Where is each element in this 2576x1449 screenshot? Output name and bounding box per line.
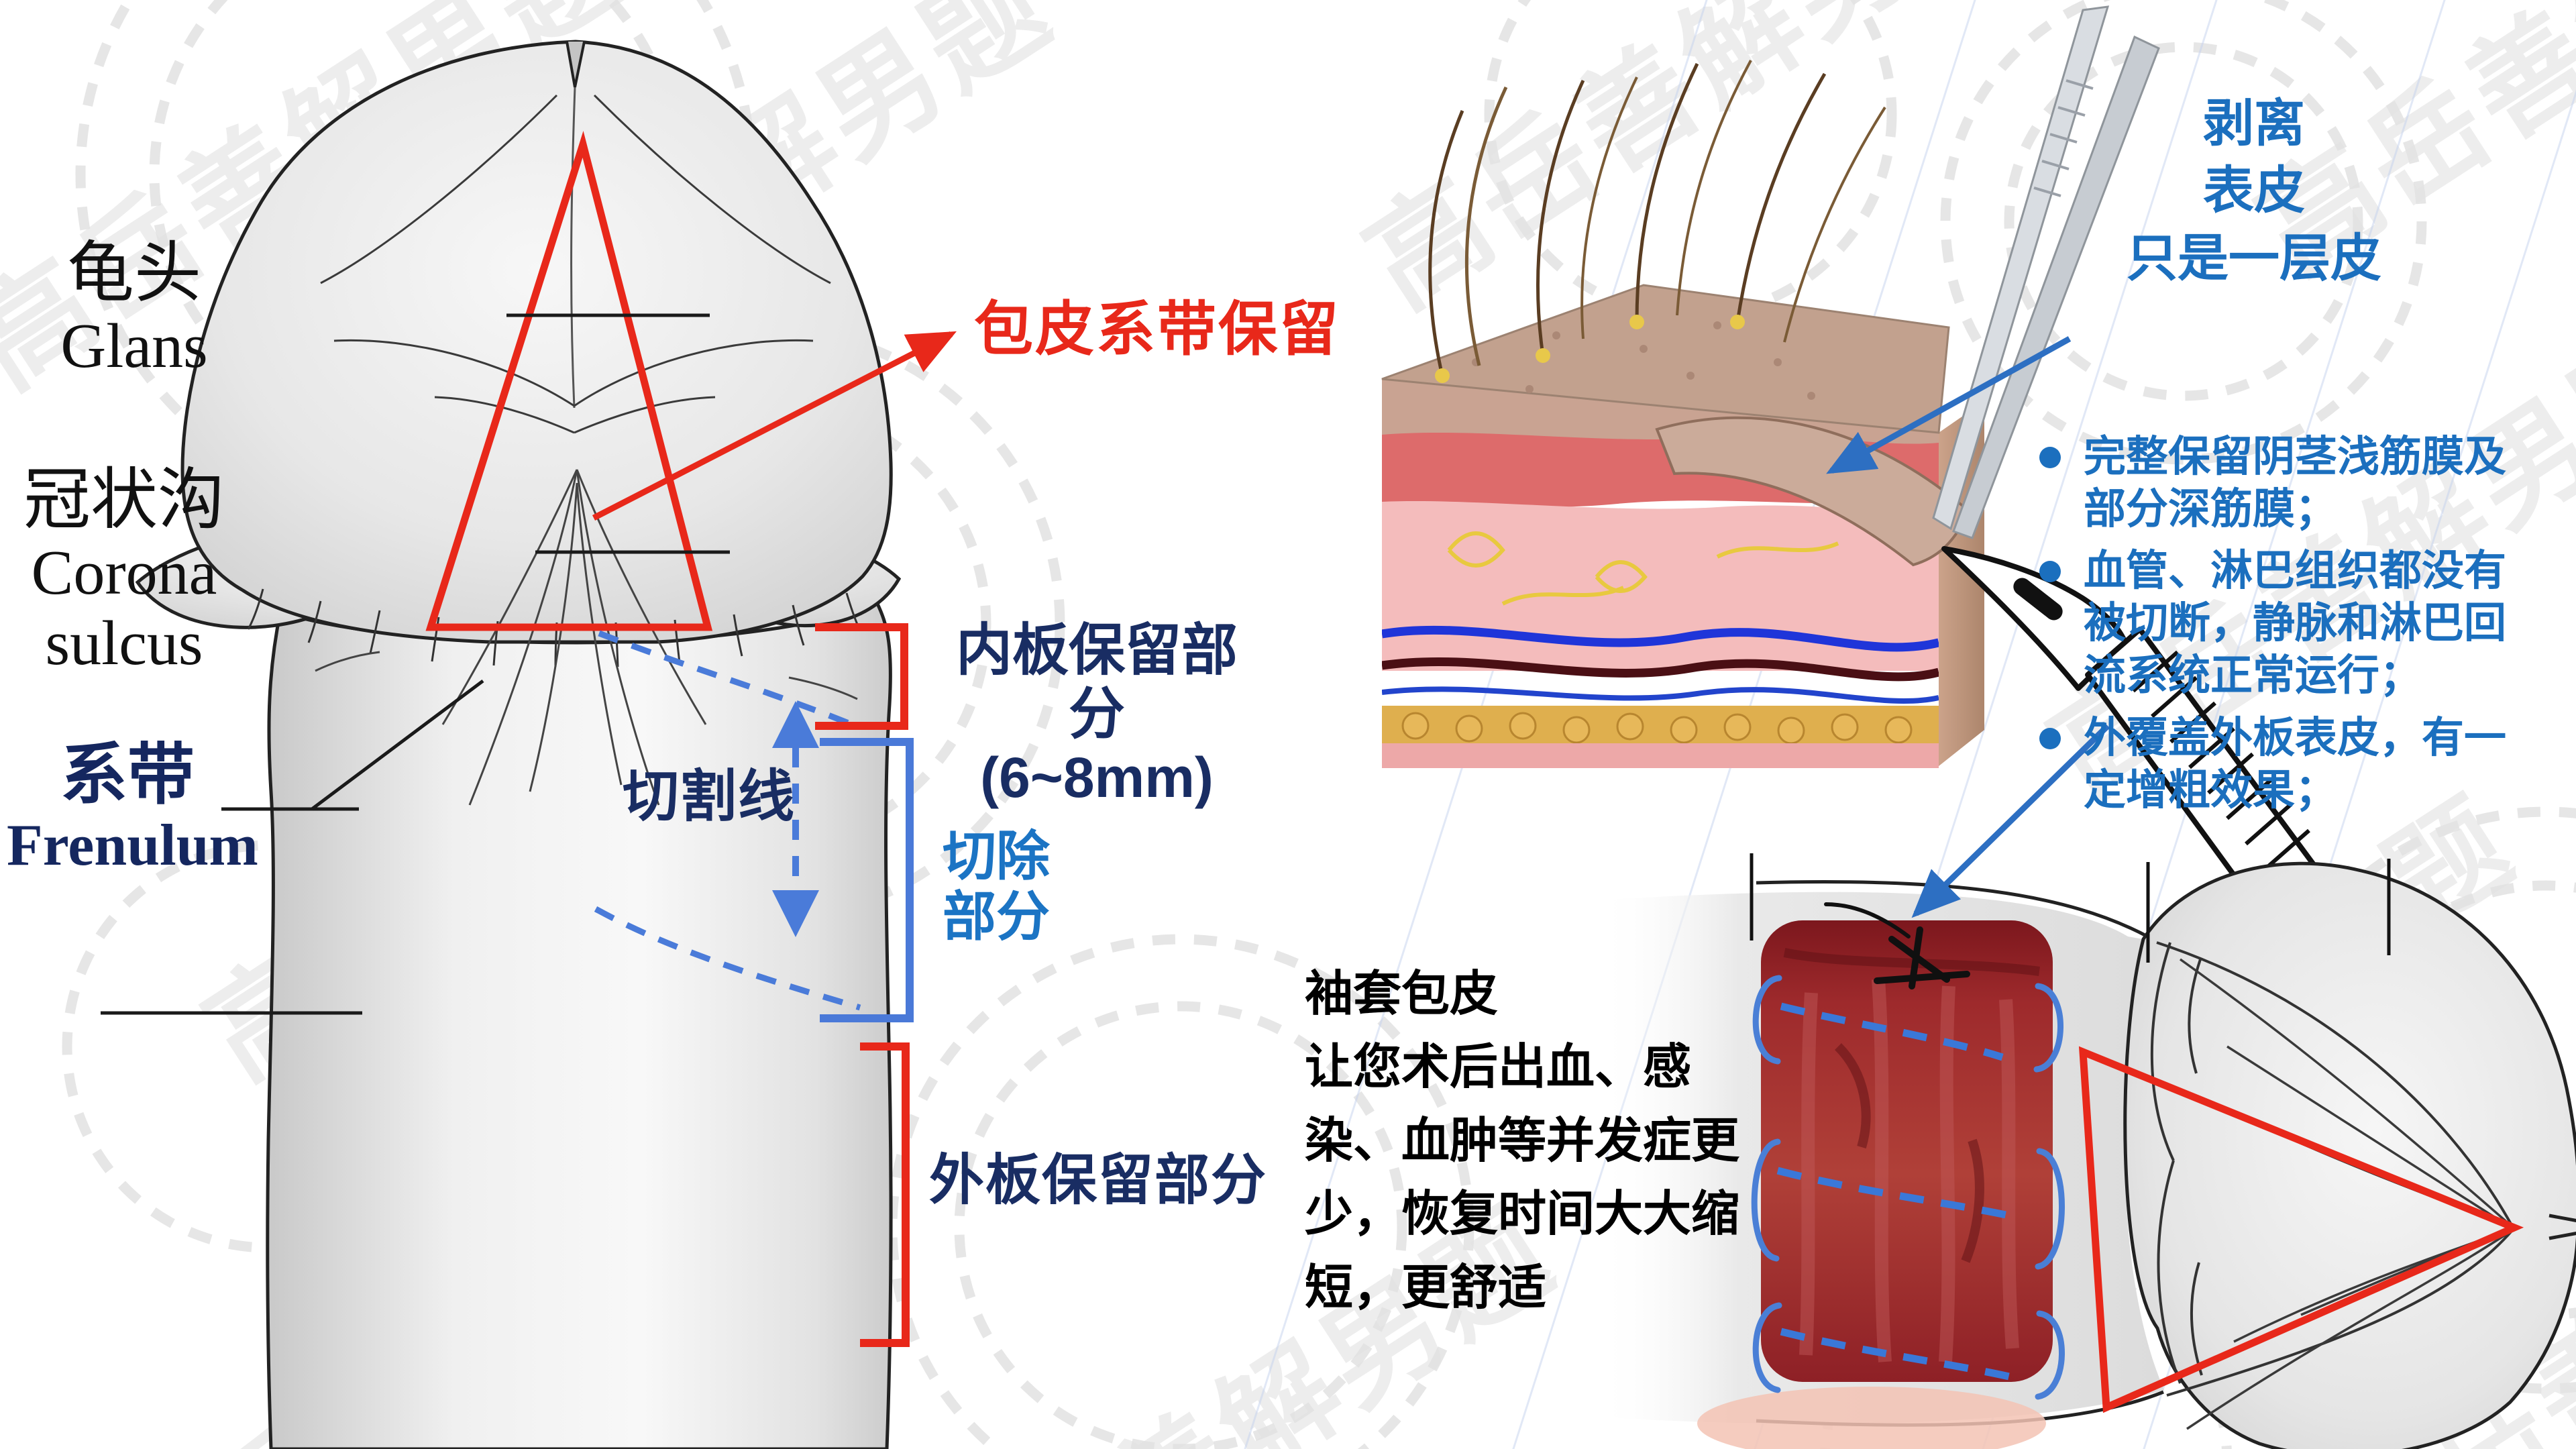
annotation-inner-plate-line2: (6~8mm) <box>980 745 1214 809</box>
label-frenulum-en: Frenulum <box>7 813 258 878</box>
inner-plate-bracket <box>815 623 908 730</box>
benefit-item: 血管、淋巴组织都没有被切断，静脉和淋巴回流系统正常运行； <box>2039 545 2576 702</box>
label-glans-en: Glans <box>60 311 208 381</box>
benefits-list: 完整保留阴茎浅筋膜及部分深筋膜； 血管、淋巴组织都没有被切断，静脉和淋巴回流系统… <box>2039 431 2576 826</box>
benefit-item: 完整保留阴茎浅筋膜及部分深筋膜； <box>2039 431 2576 535</box>
label-corona-en2: sulcus <box>45 608 203 679</box>
annotation-inner-plate: 内板保留部分 (6~8mm) <box>929 619 1265 810</box>
skin-block-figure <box>1381 5 2332 936</box>
epidermis-flap <box>1655 416 1971 567</box>
annotation-excision: 切除 部分 <box>943 826 1050 947</box>
flesh-smudge <box>1697 1387 2046 1449</box>
glans-right-shape <box>2123 861 2576 1449</box>
glans-shape <box>180 40 893 644</box>
skin-top-face <box>1381 284 1950 434</box>
penis-ventral-figure <box>101 40 957 1449</box>
peel-line1: 剥离 <box>2203 95 2305 152</box>
annotation-peel-epidermis: 剥离 表皮 只是一层皮 <box>2100 91 2408 292</box>
preserve-frenulum-arrow <box>592 331 957 521</box>
sleeve-note: 袖套包皮 让您术后出血、感染、血肿等并发症更少，恢复时间大大缩短，更舒适 <box>1305 958 1774 1325</box>
leader-lines <box>101 313 730 1015</box>
peel-arrow <box>1826 336 2072 474</box>
triangle-marking <box>425 131 713 631</box>
bullet-dot-icon <box>2039 727 2061 749</box>
outer-plate-bracket <box>860 1042 910 1347</box>
annotation-excision-line2: 部分 <box>943 886 1050 947</box>
annotation-excision-line1: 切除 <box>943 826 1050 886</box>
shaft-top-outline <box>1756 879 2151 940</box>
annotation-cut-line: 切割线 <box>623 765 796 828</box>
figure-leader-ticks <box>1750 853 2391 963</box>
glans-crease-lines <box>320 94 831 434</box>
skin-layers <box>1382 379 1939 768</box>
benefit-text: 血管、淋巴组织都没有被切断，静脉和淋巴回流系统正常运行； <box>2084 547 2506 700</box>
label-corona-sulcus: 冠状沟 Corona sulcus <box>13 463 235 680</box>
annotation-inner-plate-line1: 内板保留部分 <box>955 619 1238 745</box>
benefit-text: 外覆盖外板表皮，有一定增粗效果； <box>2084 714 2506 814</box>
sleeve-result-figure <box>1597 723 2576 1449</box>
scalpel-icon <box>1941 546 2332 936</box>
sleeve-note-body: 让您术后出血、感染、血肿等并发症更少，恢复时间大大缩短，更舒适 <box>1305 1040 1740 1315</box>
suture-brackets <box>1751 975 2065 1400</box>
label-frenulum-cn: 系带 <box>60 738 195 812</box>
sleeve-note-title: 袖套包皮 <box>1305 967 1499 1021</box>
meatus-right <box>2548 1214 2576 1240</box>
suture-dashes <box>1776 1002 2010 1381</box>
bullet-dot-icon <box>2039 447 2061 468</box>
tweezers-icon <box>1932 5 2160 539</box>
frenulum-lines <box>315 469 858 806</box>
benefits-arrow <box>1911 723 2110 918</box>
bullet-dot-icon <box>2039 561 2061 583</box>
glans-cleft-line <box>570 87 576 409</box>
peel-line2: 表皮 <box>2203 162 2305 220</box>
peel-line3: 只是一层皮 <box>2127 229 2381 287</box>
excision-bracket <box>820 738 914 1022</box>
cut-lines-dashed <box>594 630 861 1011</box>
triangle-marking-right <box>2078 1046 2524 1413</box>
corona-folds-right <box>2150 941 2514 1397</box>
label-corona-en1: Corona <box>31 538 217 608</box>
denuded-area-inset <box>1761 902 2053 1382</box>
annotation-outer-plate: 外板保留部分 <box>929 1150 1268 1211</box>
label-corona-cn: 冠状沟 <box>23 463 225 537</box>
benefit-text: 完整保留阴茎浅筋膜及部分深筋膜； <box>2084 433 2506 533</box>
hairs <box>1428 60 1886 383</box>
label-frenulum: 系带 Frenulum <box>7 738 258 879</box>
benefit-item: 外覆盖外板表皮，有一定增粗效果； <box>2039 712 2576 816</box>
annotation-preserve-frenulum: 包皮系带保留 <box>974 296 1341 362</box>
label-glans: 龟头 Glans <box>40 236 228 382</box>
suture-knot <box>1824 902 1970 989</box>
label-glans-cn: 龟头 <box>67 236 201 311</box>
